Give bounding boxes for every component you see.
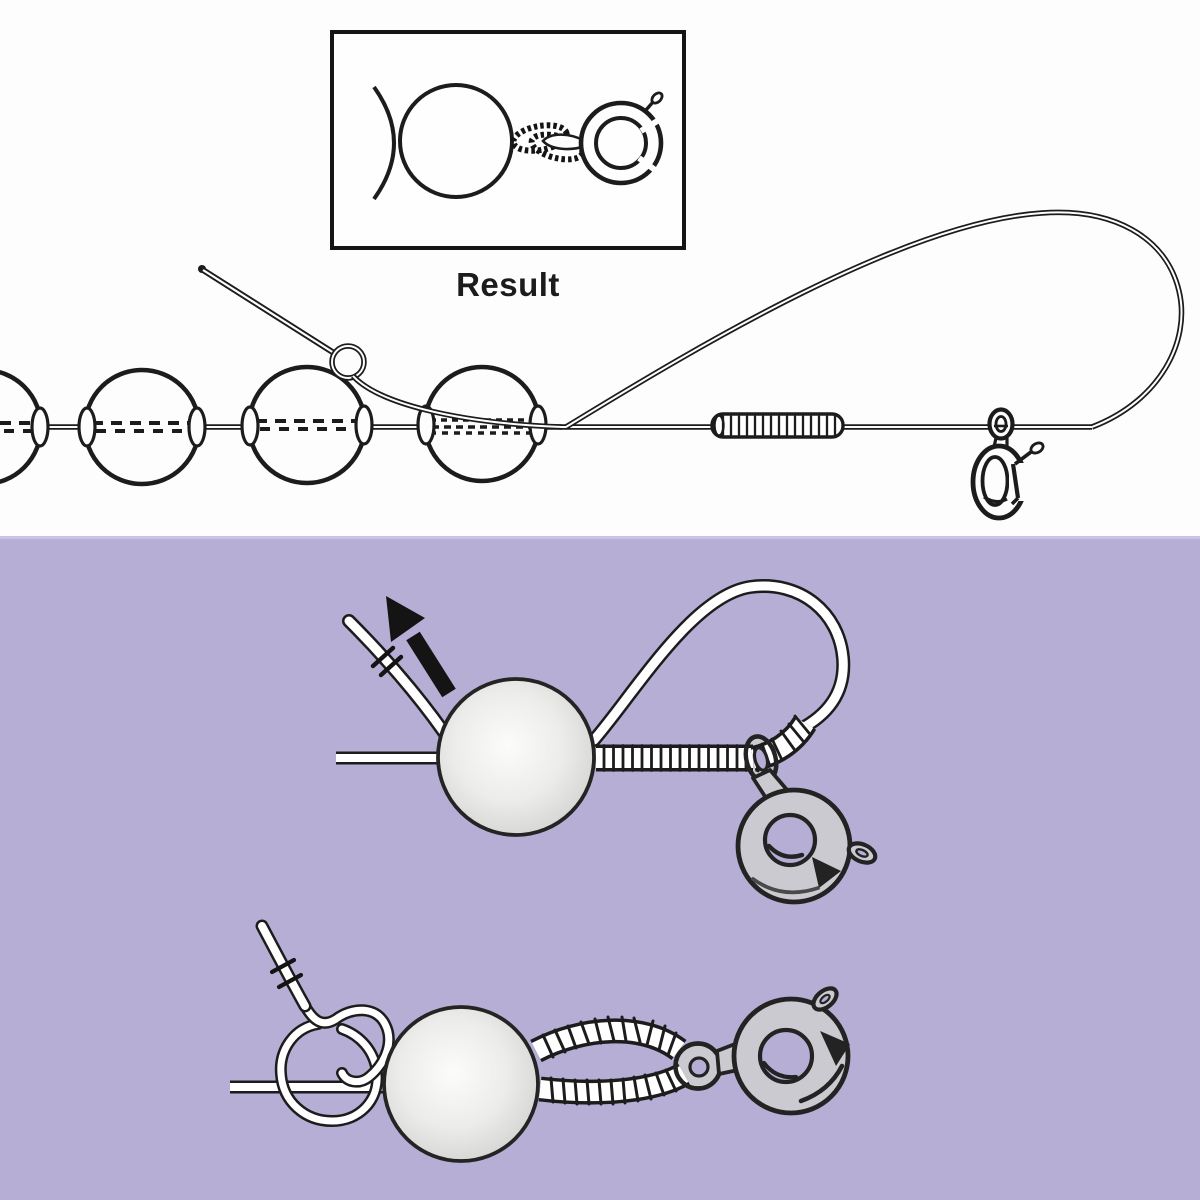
french-wire-loop	[530, 1015, 691, 1106]
panel-divider	[0, 536, 1200, 539]
clasp-assembly-top	[970, 407, 1045, 521]
attachment-ring-hole	[752, 746, 770, 772]
clasp-opening-wedge	[812, 857, 841, 888]
clasp-hole-shading	[766, 843, 805, 859]
bead-hole	[354, 404, 374, 446]
bead-3	[240, 364, 374, 486]
clasp-body-shading	[798, 1063, 845, 1104]
spring-ring-clasp	[970, 441, 1045, 521]
clasp-shading	[983, 495, 1008, 504]
bead-hole	[240, 405, 260, 447]
direction-arrow	[386, 596, 456, 698]
needle-and-knot	[198, 265, 563, 430]
neighbor-bead-arc	[372, 85, 396, 201]
bead-2	[77, 367, 207, 487]
overhand-knot	[274, 1000, 395, 1128]
clasp-lever	[644, 100, 655, 112]
french-wire-coil	[596, 744, 753, 772]
spring-ring-clasp	[715, 986, 851, 1116]
result-inset	[330, 30, 686, 250]
bottom-panel	[0, 536, 1200, 1200]
thread-end	[255, 919, 312, 1013]
bead-1	[0, 369, 50, 485]
top-panel: Result	[0, 0, 1200, 537]
inset-spring-ring-clasp	[578, 91, 664, 186]
clasp-latch	[1010, 463, 1021, 499]
step-upper	[336, 579, 878, 905]
french-wire-coil	[710, 412, 845, 439]
step-lower	[230, 919, 851, 1163]
bead-hole	[416, 404, 436, 446]
coil-ribs-lower	[549, 1068, 678, 1106]
result-caption: Result	[456, 266, 560, 303]
clasp-lever	[1013, 450, 1033, 466]
coil-ribs	[602, 744, 748, 772]
clasp-hole-shading	[761, 1060, 799, 1080]
attachment-ring-hole	[688, 1056, 710, 1078]
large-thread-loop	[564, 209, 1185, 430]
clasp-opening-wedge	[820, 1031, 850, 1066]
bead	[382, 1005, 540, 1163]
coil-ribs-upper	[541, 1015, 678, 1059]
trim-marks	[370, 645, 404, 678]
inset-bead	[398, 83, 514, 199]
clasp-body-shading	[751, 877, 820, 895]
bead-strand	[0, 364, 548, 487]
bead-hole	[77, 406, 97, 448]
bead-hole	[30, 406, 50, 448]
bead-hole	[187, 406, 207, 448]
spring-ring-clasp	[735, 768, 878, 905]
trim-marks	[269, 957, 304, 990]
coil-ribs	[721, 415, 837, 437]
bead	[436, 677, 596, 837]
